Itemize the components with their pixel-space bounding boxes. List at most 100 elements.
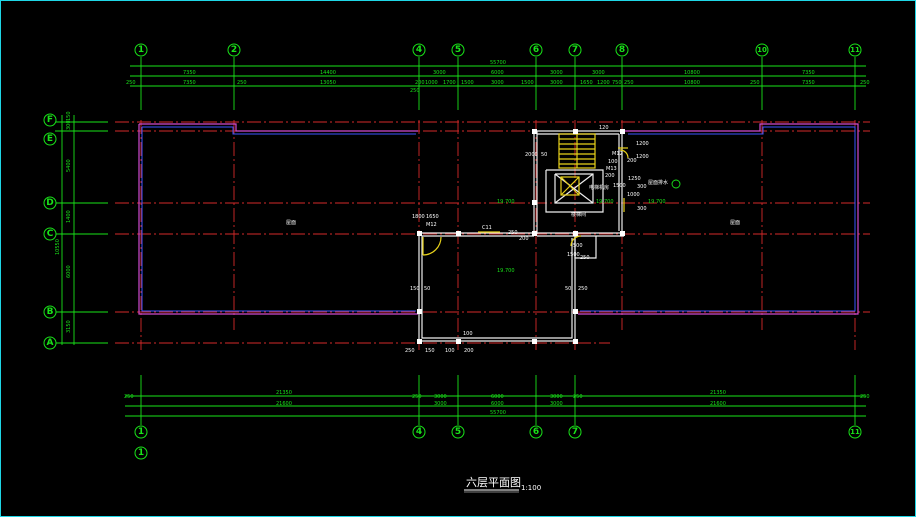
svg-text:1250: 1250	[628, 176, 641, 182]
dim-text: 3000	[434, 394, 447, 400]
dim-text: 250	[860, 80, 870, 86]
axis-label: 1	[138, 427, 144, 437]
dim-text: 10800	[684, 70, 700, 76]
level-marks: 19.700 19.700 19.700 19.700	[497, 179, 681, 274]
left-axis-markers: F E D C B A	[43, 113, 57, 350]
grid-lines-vertical	[140, 120, 856, 350]
svg-text:100: 100	[445, 348, 455, 354]
svg-text:150: 150	[410, 286, 420, 292]
room-label: 屋面	[730, 220, 740, 226]
left-dimension-lines	[55, 115, 108, 345]
axis-label: 7	[572, 427, 578, 437]
svg-text:1200: 1200	[636, 141, 649, 147]
dim-text: 1500	[521, 80, 534, 86]
axis-label: C	[47, 229, 54, 239]
dim-text: 6000	[66, 265, 72, 278]
axis-label: F	[47, 115, 53, 125]
dim-text: 3000	[434, 401, 447, 407]
left-dimension-text: 150 300 5400 1400 10550 6000 3150	[55, 111, 72, 333]
svg-text:1650: 1650	[426, 214, 439, 220]
dim-text: 3000	[592, 70, 605, 76]
svg-text:2000: 2000	[525, 152, 538, 158]
dim-text: 13050	[320, 80, 336, 86]
axis-label: 1	[138, 448, 144, 458]
drawing-title: 六层平面图	[466, 476, 521, 489]
columns	[417, 129, 625, 344]
dim-text: 3000	[491, 80, 504, 86]
svg-text:300: 300	[637, 206, 647, 212]
svg-text:200: 200	[519, 236, 529, 242]
svg-text:150: 150	[425, 348, 435, 354]
level-text: 19.700	[596, 199, 614, 205]
axis-label: 5	[455, 427, 461, 437]
axis-label: B	[47, 307, 54, 317]
dim-text: 6000	[491, 394, 504, 400]
dim-text: 250	[410, 88, 420, 94]
svg-text:250: 250	[580, 255, 590, 261]
svg-text:1500: 1500	[567, 252, 580, 258]
axis-label: 11	[850, 428, 860, 436]
svg-text:C11: C11	[482, 225, 492, 231]
drawing-scale: 1:100	[521, 484, 541, 492]
dim-text: 10800	[684, 80, 700, 86]
dim-text: 3000	[550, 80, 563, 86]
room-label: 楼梯间	[571, 211, 586, 218]
dim-text: 55700	[490, 60, 506, 66]
svg-text:250: 250	[508, 230, 518, 236]
roof-outline	[138, 123, 859, 315]
axis-label: 10	[757, 46, 767, 54]
axis-label: 1	[138, 45, 144, 55]
axis-label: 2	[231, 45, 237, 55]
dim-text: 1400	[66, 210, 72, 223]
level-text: 19.700	[497, 199, 515, 205]
svg-text:500: 500	[573, 243, 583, 249]
axis-label: 5	[455, 45, 461, 55]
axis-label: D	[46, 198, 53, 208]
axis-label: A	[47, 338, 54, 348]
top-dimension-text: 55700 7350 14400 3000 6000 3000 3000 108…	[126, 60, 870, 94]
dim-text: 3000	[433, 70, 446, 76]
svg-text:300: 300	[637, 184, 647, 190]
top-axis-markers: 1 2 4 5 6 7 8 10 11	[134, 43, 862, 57]
dim-text: 3000	[550, 394, 563, 400]
level-text: 19.700	[497, 268, 515, 274]
dim-text: 1500	[461, 80, 474, 86]
dim-text: 250	[124, 394, 134, 400]
dim-text: 21350	[710, 390, 726, 396]
svg-text:1000: 1000	[627, 192, 640, 198]
axis-label: E	[47, 134, 53, 144]
dim-text: 1650	[580, 80, 593, 86]
svg-text:100: 100	[608, 159, 618, 165]
svg-text:1800: 1800	[412, 214, 425, 220]
dim-text: 250	[573, 394, 583, 400]
dim-text: 10550	[55, 239, 61, 255]
svg-text:1500: 1500	[613, 183, 626, 189]
dim-text: 55700	[490, 410, 506, 416]
dim-text: 3000	[550, 70, 563, 76]
bottom-axis-markers: 1 4 5 6 7 11 1	[134, 425, 862, 460]
stair	[478, 133, 625, 233]
dim-text: 21600	[710, 401, 726, 407]
axis-label: 4	[416, 45, 422, 55]
svg-text:250: 250	[578, 286, 588, 292]
svg-text:50: 50	[424, 286, 430, 292]
doors	[422, 147, 629, 256]
svg-text:M12: M12	[612, 151, 623, 157]
dim-text: 7350	[183, 80, 196, 86]
dim-text: 3000	[550, 401, 563, 407]
dim-text: 1700	[443, 80, 456, 86]
axis-label: 8	[619, 45, 625, 55]
bottom-dimension-text: 250 21350 250 3000 6000 3000 250 21350 2…	[124, 390, 870, 416]
dim-text: 21600	[276, 401, 292, 407]
dim-text: 21350	[276, 390, 292, 396]
dim-text: 200	[415, 80, 425, 86]
bottom-dimension-lines	[125, 375, 866, 425]
axis-label: 4	[416, 427, 422, 437]
room-labels: 屋面 屋面 电梯机房 屋面排水 楼梯间	[286, 179, 740, 226]
svg-text:120: 120	[599, 125, 609, 131]
dim-text: 150	[66, 111, 72, 121]
core-walls	[418, 130, 624, 342]
dim-text: 250	[750, 80, 760, 86]
dim-text: 250	[412, 394, 422, 400]
